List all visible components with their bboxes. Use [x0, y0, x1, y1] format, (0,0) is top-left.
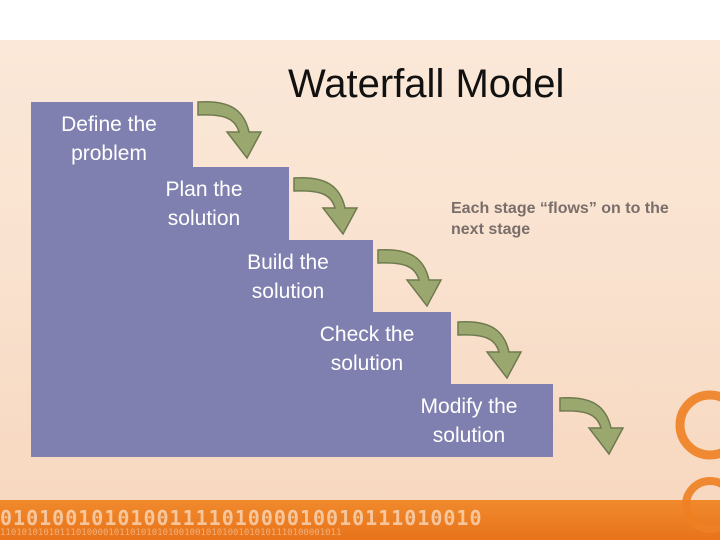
- flow-arrow-icon: [197, 101, 263, 160]
- stage-label-line: solution: [251, 280, 325, 303]
- flow-arrow-icon: [457, 321, 523, 380]
- stage-label-line: Plan the: [165, 178, 243, 201]
- stage-label-line: problem: [71, 142, 147, 165]
- slide-title: Waterfall Model: [288, 62, 565, 106]
- stage-label-build: Build the solution: [232, 248, 344, 306]
- stage-label-line: solution: [167, 207, 241, 230]
- stage-block-modify: [31, 384, 553, 457]
- stage-label-line: Check the: [319, 323, 415, 346]
- stage-label-line: solution: [432, 424, 506, 447]
- binary-decoration: 0101001010100111101000010010111010010: [0, 506, 483, 530]
- stage-label-line: Build the: [247, 251, 329, 274]
- stage-label-modify: Modify the solution: [405, 392, 533, 450]
- flow-arrow-icon: [559, 397, 625, 456]
- stage-label-define: Define the problem: [48, 110, 170, 168]
- stage-label-check: Check the solution: [306, 320, 428, 378]
- stage-label-line: Define the: [61, 113, 157, 136]
- flow-arrow-icon: [293, 177, 359, 236]
- stage-label-line: Modify the: [420, 395, 518, 418]
- binary-decoration-small: 1101010101011101000010110101010100100101…: [0, 528, 342, 538]
- flow-note: Each stage “flows” on to the next stage: [451, 200, 669, 238]
- stage-label-line: solution: [330, 352, 404, 375]
- flow-arrow-icon: [377, 249, 443, 308]
- orange-rings-decoration: [675, 390, 720, 533]
- binary-band: 0101001010100111101000010010111010010 11…: [0, 500, 720, 540]
- stage-label-plan: Plan the solution: [150, 175, 258, 233]
